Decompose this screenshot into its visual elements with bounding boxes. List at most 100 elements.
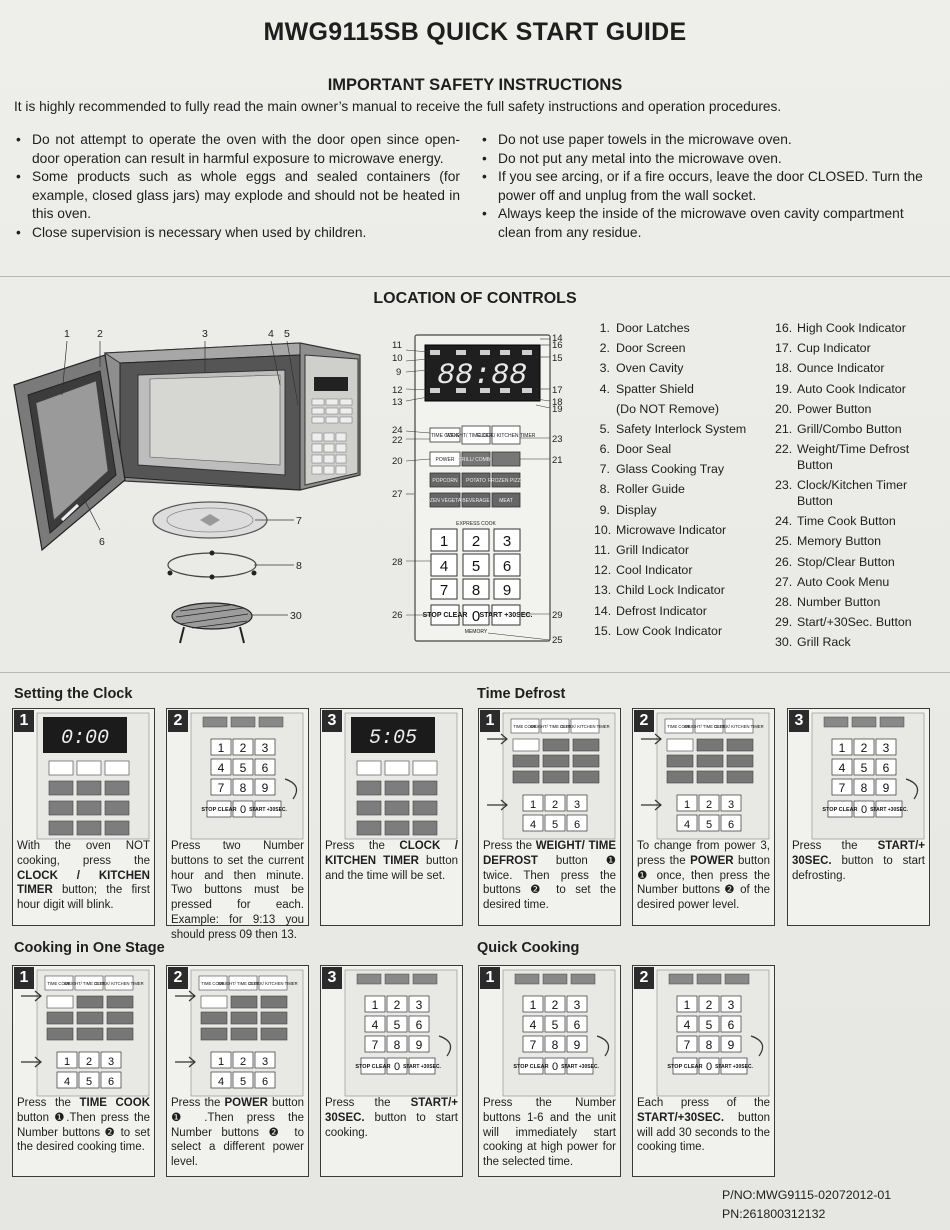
- step-key: 1: [684, 799, 690, 811]
- callout-1: 1: [64, 328, 70, 340]
- step-key: 1: [530, 998, 537, 1012]
- divider: [0, 672, 950, 673]
- step-caption: Each press of the START/+30SEC. button w…: [637, 1096, 770, 1155]
- control-number: [594, 399, 616, 419]
- control-list-item: 5.Safety Interlock System: [594, 419, 766, 439]
- callout-24: 24: [392, 425, 403, 436]
- step-key: 2: [394, 998, 401, 1012]
- step-key: 4: [530, 819, 536, 831]
- step-caption-pre: Press the: [171, 1097, 225, 1109]
- step-caption-pre: Press the: [325, 840, 400, 852]
- location-heading: LOCATION OF CONTROLS: [373, 290, 577, 307]
- step-stop-clear: STOP CLEAR: [822, 807, 857, 813]
- control-label: (Do NOT Remove): [616, 401, 720, 416]
- step-key: 8: [706, 1038, 713, 1052]
- step-key: 6: [416, 1018, 423, 1032]
- control-label: Door Seal: [616, 442, 672, 457]
- btn-auto-potato: POTATO: [466, 478, 486, 484]
- control-label: Auto Cook Indicator: [797, 381, 906, 396]
- key-2: 2: [472, 533, 480, 550]
- btn-start: START +30SEC.: [480, 612, 533, 619]
- key-1: 1: [440, 533, 448, 550]
- control-number: 23.: [775, 478, 793, 493]
- step-key: 7: [372, 1038, 379, 1052]
- control-label: Ounce Indicator: [797, 361, 885, 376]
- step-key: 2: [86, 1056, 92, 1068]
- step-panel-label: CLOCK/ KITCHEN TIMER: [560, 724, 609, 729]
- safety-item: Do not attempt to operate the oven with …: [14, 131, 460, 168]
- callout-26: 26: [392, 610, 403, 621]
- step-number-badge: 3: [322, 967, 342, 989]
- btn-auto-beverage: BEVERAGE: [462, 498, 490, 504]
- control-number: 16.: [775, 321, 793, 335]
- step-key: 0: [706, 1061, 712, 1073]
- microwave-illustration: [13, 340, 361, 644]
- callout-10: 10: [392, 353, 403, 364]
- callout-7: 7: [296, 515, 302, 527]
- step-caption: Press the START/+ 30SEC. button to start…: [792, 839, 925, 883]
- callout-21: 21: [552, 455, 563, 466]
- step-key: 6: [728, 819, 734, 831]
- step-caption-bold: TIME COOK: [79, 1097, 150, 1109]
- step-caption: With the oven NOT cooking, press the CLO…: [17, 839, 150, 913]
- step-number-badge: 1: [14, 967, 34, 989]
- step-key: 8: [861, 781, 868, 795]
- control-label: Low Cook Indicator: [616, 623, 723, 638]
- step-panel-label: TIME COOK: [513, 724, 537, 729]
- control-number: 19.: [775, 381, 793, 396]
- btn-stop-clear: STOP CLEAR: [423, 612, 468, 619]
- step-key: 8: [394, 1038, 401, 1052]
- callout-29: 29: [552, 610, 563, 621]
- btn-auto-pizza: FROZEN PIZZA: [488, 478, 525, 484]
- step-key: 4: [684, 1018, 691, 1032]
- key-5: 5: [472, 558, 480, 575]
- callout-16: 16: [552, 340, 563, 351]
- step-key: 4: [64, 1076, 70, 1088]
- step-caption-pre: Press the: [792, 840, 878, 852]
- step-key: 9: [728, 1038, 735, 1052]
- control-label: Cool Indicator: [616, 563, 693, 578]
- safety-item: If you see arcing, or if a fire occurs, …: [480, 168, 928, 205]
- control-number: 6.: [599, 442, 610, 457]
- step-key: 7: [839, 781, 846, 795]
- control-number: 11.: [594, 543, 611, 558]
- safety-item: Do not put any metal into the microwave …: [480, 150, 928, 169]
- control-number: 3.: [599, 361, 610, 376]
- control-list-item: 25.Memory Button: [775, 531, 945, 551]
- step-caption-bold: CLOCK / KITCHEN TIMER: [325, 840, 458, 867]
- control-list-item: 27.Auto Cook Menu: [775, 572, 945, 592]
- step-caption-post: button ❶.Then press the Number buttons ❷…: [17, 1111, 150, 1154]
- step-number-badge: 2: [168, 967, 188, 989]
- control-label: Auto Cook Menu: [797, 574, 890, 589]
- step-caption: Press the START/+ 30SEC. button to start…: [325, 1096, 458, 1140]
- step-caption-bold: POWER: [224, 1097, 268, 1109]
- callout-25: 25: [552, 635, 563, 645]
- step-number-badge: 2: [634, 710, 654, 732]
- step-caption-bold: START/+30SEC.: [637, 1111, 725, 1124]
- control-list-item: 14.Defrost Indicator: [594, 601, 766, 621]
- step-caption-post: button to start defrosting.: [792, 854, 925, 882]
- callout-11: 11: [392, 340, 402, 351]
- control-label: Oven Cavity: [616, 361, 684, 376]
- step-key: 5: [394, 1018, 401, 1032]
- control-label: Roller Guide: [616, 482, 685, 497]
- control-number: 30.: [775, 635, 793, 650]
- step-key: 3: [108, 1056, 114, 1068]
- control-list-item: 29.Start/+30Sec. Button: [775, 612, 945, 632]
- control-list-item: 2.Door Screen: [594, 338, 766, 358]
- control-list-item: 19. Auto Cook Indicator: [775, 379, 945, 399]
- step-key: 3: [262, 741, 269, 755]
- step-start: START +30SEC.: [870, 807, 908, 813]
- step-caption-post: button will add 30 seconds to the cookin…: [637, 1111, 770, 1154]
- step-panel-label: CLOCK/ KITCHEN TIMER: [248, 981, 297, 986]
- step-key: 5: [240, 761, 247, 775]
- step-caption: To change from power 3, press the POWER …: [637, 839, 770, 913]
